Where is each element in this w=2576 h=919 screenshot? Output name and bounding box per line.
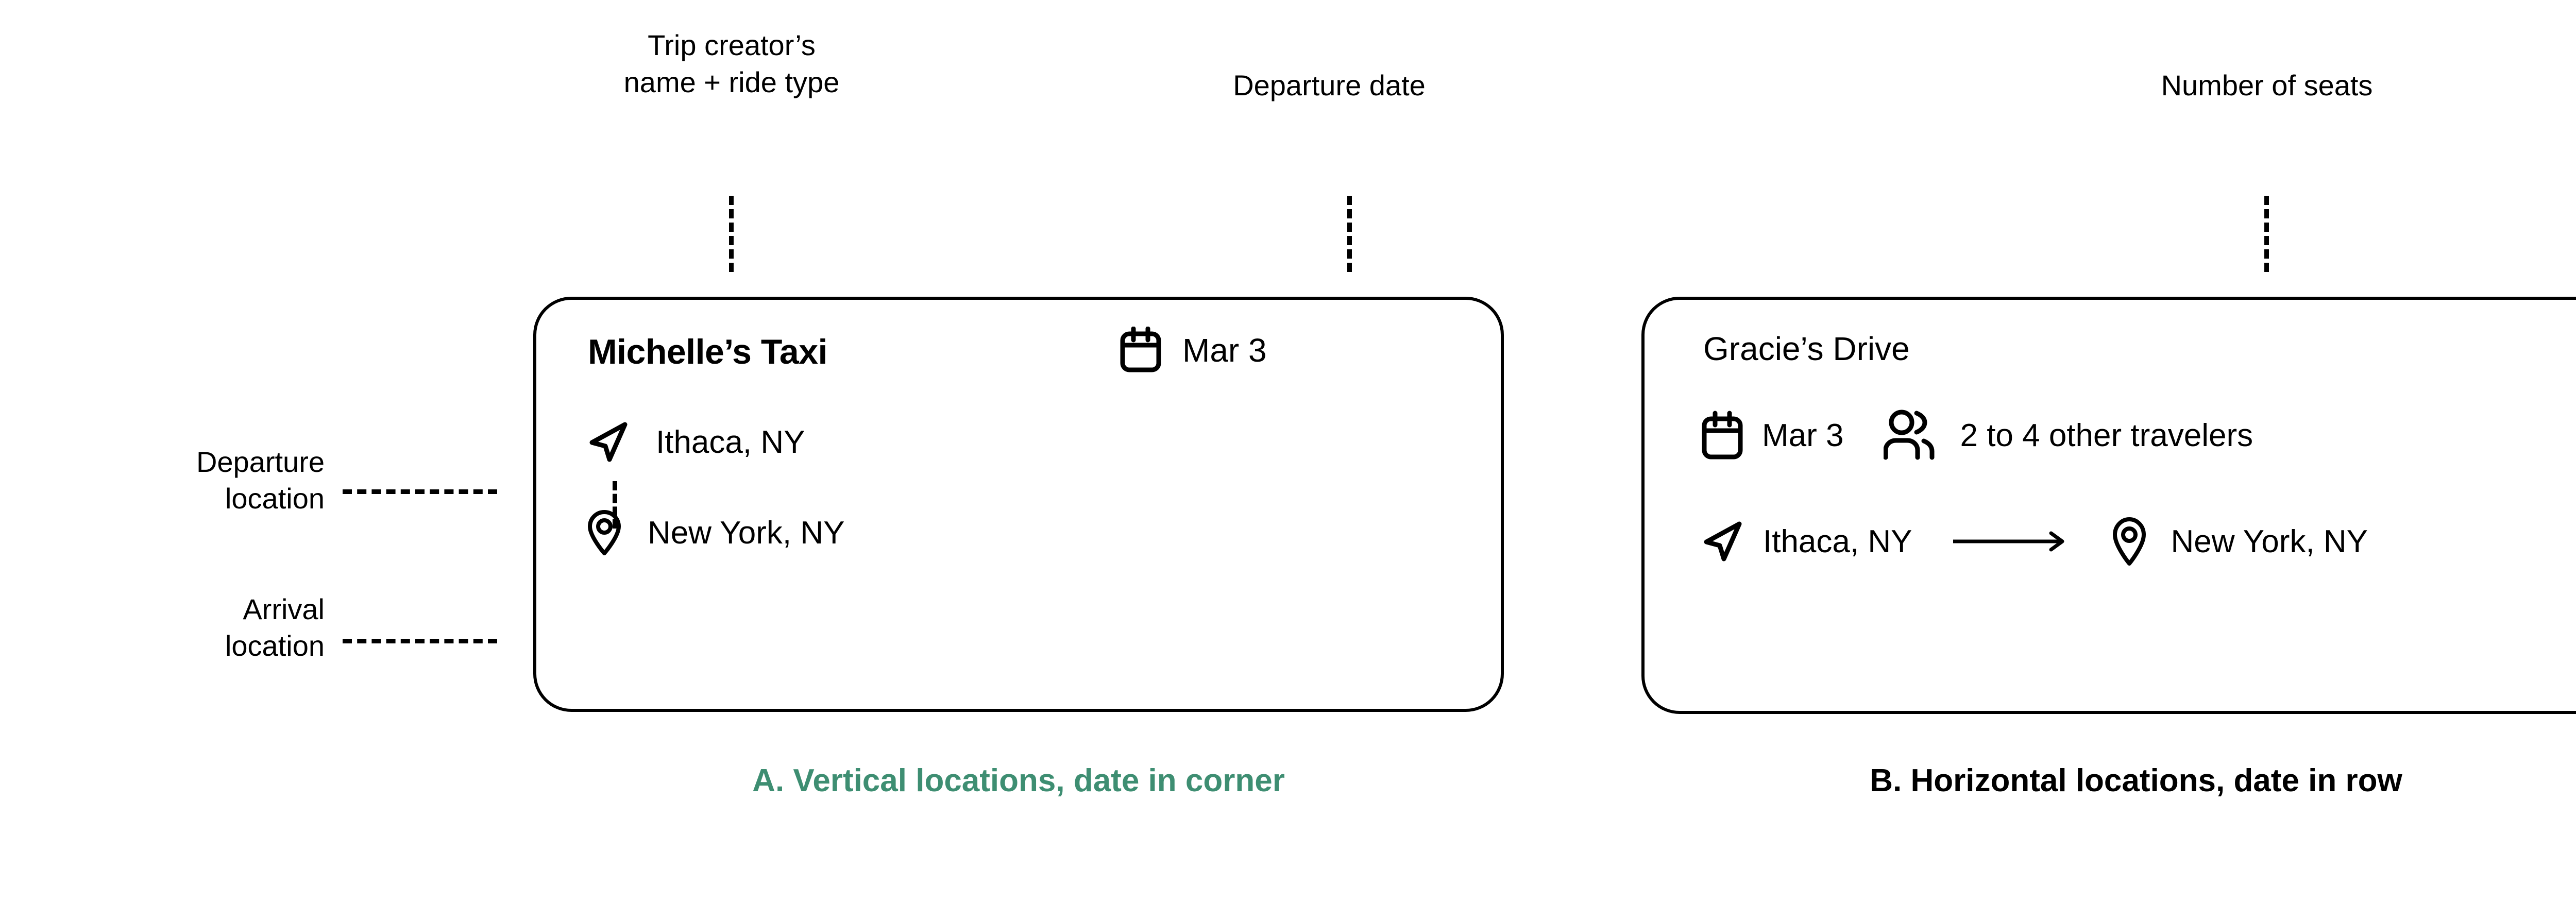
callout-departure-date: Departure date (1233, 69, 1426, 101)
card-a-arrival-row: New York, NY (586, 509, 845, 556)
card-b-date-text: Mar 3 (1762, 417, 1844, 453)
leader-line-number-of-seats (2264, 196, 2269, 272)
card-a-date-text: Mar 3 (1182, 332, 1267, 369)
leader-line-departure-date (1347, 196, 1352, 272)
label-arrival-location: Arrival location (225, 593, 325, 662)
card-b-arrival-text: New York, NY (2171, 523, 2368, 559)
map-pin-icon (586, 509, 623, 556)
people-icon (1883, 409, 1937, 462)
navigation-arrow-icon (586, 419, 631, 465)
trip-card-variant-a[interactable]: Michelle’s Taxi Mar 3 Ithaca, NY (533, 297, 1504, 712)
caption-variant-a: A. Vertical locations, date in corner (752, 763, 1285, 798)
card-a-title: Michelle’s Taxi (588, 332, 827, 371)
callout-trip-creator: Trip creator’s name + ride type (623, 29, 840, 98)
calendar-icon (1118, 326, 1163, 374)
leader-line-arrival-location (343, 639, 497, 643)
card-a-arrival-text: New York, NY (648, 515, 845, 551)
card-b-seats-text: 2 to 4 other travelers (1960, 417, 2253, 453)
calendar-icon (1700, 411, 1744, 460)
card-b-meta-row: Mar 3 2 to 4 other travelers (1700, 409, 2253, 462)
navigation-arrow-icon (1700, 519, 1745, 564)
card-b-route-row: Ithaca, NY New York, NY (1700, 516, 2368, 567)
card-a-date-block: Mar 3 (1118, 326, 1267, 374)
card-b-title: Gracie’s Drive (1703, 330, 1910, 367)
right-arrow-icon (1952, 530, 2071, 553)
label-departure-location: Departure location (196, 446, 325, 515)
leader-line-departure-location (343, 489, 497, 494)
card-a-departure-text: Ithaca, NY (656, 424, 805, 460)
trip-card-variant-b[interactable]: Gracie’s Drive Mar 3 (1641, 297, 2576, 714)
map-pin-icon (2111, 516, 2148, 567)
leader-line-trip-creator (729, 196, 734, 272)
caption-variant-b: B. Horizontal locations, date in row (1870, 763, 2402, 798)
card-a-departure-row: Ithaca, NY (586, 419, 805, 465)
card-b-departure-text: Ithaca, NY (1763, 523, 1912, 559)
route-connector-dashed (613, 481, 617, 529)
callout-number-of-seats: Number of seats (2161, 69, 2373, 101)
